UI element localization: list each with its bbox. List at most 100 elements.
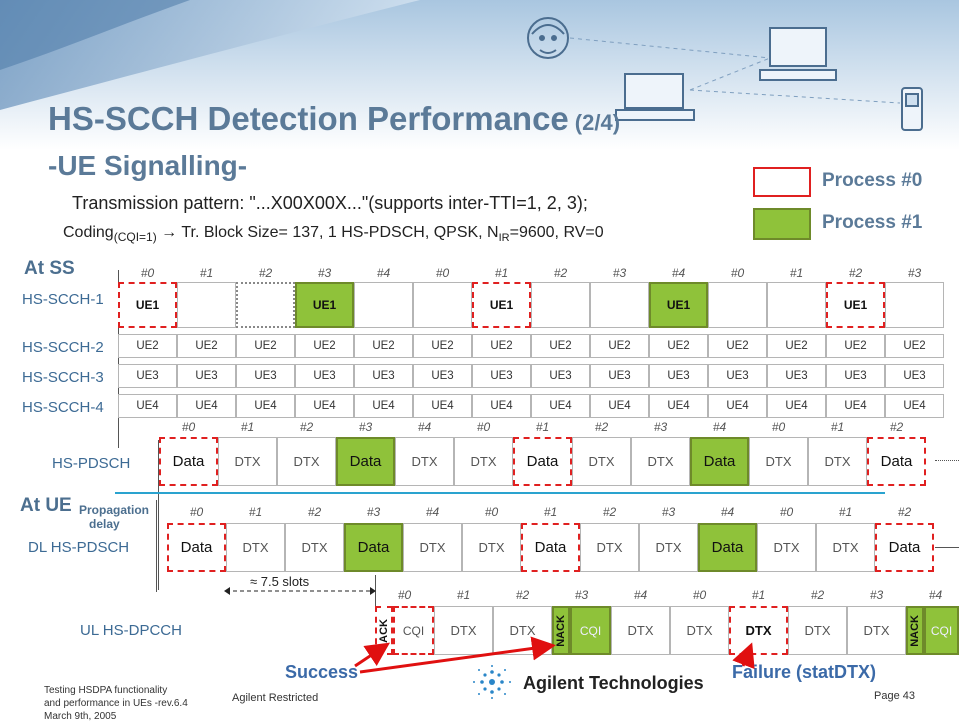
pdsch-axis-line [158,440,159,590]
hs-scch-2-cell: UE2 [531,334,590,358]
ul-dtx-cell: DTX [670,606,729,655]
subframe-number: #3 [612,266,627,280]
hs-pdsch-cell: DTX [808,437,867,486]
subframe-number: #0 [692,588,707,602]
cqi-cell: CQI [393,606,434,655]
hs-scch-4-cell: UE4 [590,394,649,418]
success-arrow-nack [359,636,556,674]
hs-scch-4-cell: UE4 [236,394,295,418]
row-label-hs-scch-4: HS-SCCH-4 [22,399,104,416]
subframe-number: #0 [730,266,745,280]
subframe-number: #0 [476,420,491,434]
subframe-number: #2 [810,588,825,602]
dl-hs-pdsch-cell: Data [521,523,580,572]
hs-scch-2-cell: UE2 [472,334,531,358]
hs-scch-2-cell: UE2 [118,334,177,358]
footer-document-info: Testing HSDPA functionality and performa… [44,684,188,723]
hs-scch-4-cell: UE4 [413,394,472,418]
hs-scch-4-cell: UE4 [118,394,177,418]
hs-scch-1-cell [767,282,826,328]
hs-pdsch-cell: DTX [572,437,631,486]
hs-pdsch-cell: DTX [749,437,808,486]
subframe-number: #2 [258,266,273,280]
dl-hs-pdsch-cell: DTX [462,523,521,572]
ul-dtx-cell: DTX [434,606,493,655]
subframe-number: #1 [240,420,255,434]
hs-scch-3-cell: UE3 [590,364,649,388]
person-head-icon [527,17,569,59]
hs-scch-2-cell: UE2 [708,334,767,358]
nack-cell: NACK [906,606,924,655]
hs-scch-4-cell: UE4 [177,394,236,418]
hs-scch-3-cell: UE3 [885,364,944,388]
subframe-number: #4 [376,266,391,280]
subframe-number: #2 [897,505,912,519]
slide-title: HS-SCCH Detection Performance(2/4) [48,100,620,138]
slots-label: ≈ 7.5 slots [250,574,310,589]
ul-dtx-cell: DTX [611,606,670,655]
hs-scch-2-cell: UE2 [649,334,708,358]
legend-process0-label: Process #0 [822,170,923,191]
computer-icon [759,27,837,81]
subframe-number: #4 [712,420,727,434]
hs-scch-3-cell: UE3 [236,364,295,388]
row-label-dl-hs-pdsch: DL HS-PDSCH [28,539,130,556]
hs-scch-4-cell: UE4 [767,394,826,418]
ul-dtx-failure-cell: DTX [729,606,788,655]
hs-scch-3-cell: UE3 [767,364,826,388]
coding-text-b: =9600, RV=0 [509,224,604,241]
dl-hs-pdsch-cell: Data [698,523,757,572]
ul-dtx-cell: DTX [847,606,906,655]
hs-scch-1-cell: UE1 [826,282,885,328]
subframe-number: #3 [358,420,373,434]
hs-scch-3-cell: UE3 [413,364,472,388]
dl-hs-pdsch-cell: DTX [580,523,639,572]
subframe-number: #3 [907,266,922,280]
network-illustration [527,17,923,131]
subframe-number: #3 [317,266,332,280]
dl-hs-pdsch-cell: DTX [757,523,816,572]
hs-scch-3-cell: UE3 [708,364,767,388]
hs-scch-1-cell [177,282,236,328]
hs-pdsch-cell: DTX [218,437,277,486]
subframe-number: #0 [140,266,155,280]
hs-pdsch-cell: DTX [454,437,513,486]
legend-process1-label: Process #1 [822,212,923,233]
subframe-number: #1 [751,588,766,602]
at-ss-label: At SS [24,258,75,279]
subframe-number: #2 [299,420,314,434]
at-ue-label: At UE [20,495,72,516]
dl-hs-pdsch-cell: DTX [285,523,344,572]
subframe-number: #3 [574,588,589,602]
hs-scch-1-cell [885,282,944,328]
hs-scch-3-cell: UE3 [177,364,236,388]
mobile-phone-icon [901,87,923,131]
cqi-cell: CQI [924,606,959,655]
hs-scch-2-cell: UE2 [885,334,944,358]
dl-hs-pdsch-cell: Data [167,523,226,572]
subframe-number: #0 [181,420,196,434]
legend-process1-swatch [753,208,811,240]
hs-pdsch-cell: DTX [395,437,454,486]
hs-pdsch-cell: Data [159,437,218,486]
coding-prefix: Coding [63,224,114,241]
hs-pdsch-cell: Data [513,437,572,486]
hs-scch-1-cell: UE1 [295,282,354,328]
subframe-number: #0 [484,505,499,519]
laptop-icon [615,73,695,121]
ul-dtx-cell: DTX [788,606,847,655]
hs-scch-3-cell: UE3 [472,364,531,388]
failure-label: Failure (statDTX) [732,662,877,682]
subframe-number: #4 [417,420,432,434]
hs-scch-2-cell: UE2 [354,334,413,358]
dl-hs-pdsch-cell: Data [344,523,403,572]
subframe-number: #2 [602,505,617,519]
row-label-hs-scch-1: HS-SCCH-1 [22,291,104,308]
coding-nir-subscript: IR [498,232,510,245]
row-label-hs-pdsch: HS-PDSCH [52,455,131,472]
dl-hs-pdsch-cell: DTX [226,523,285,572]
hs-scch-1-cell [708,282,767,328]
